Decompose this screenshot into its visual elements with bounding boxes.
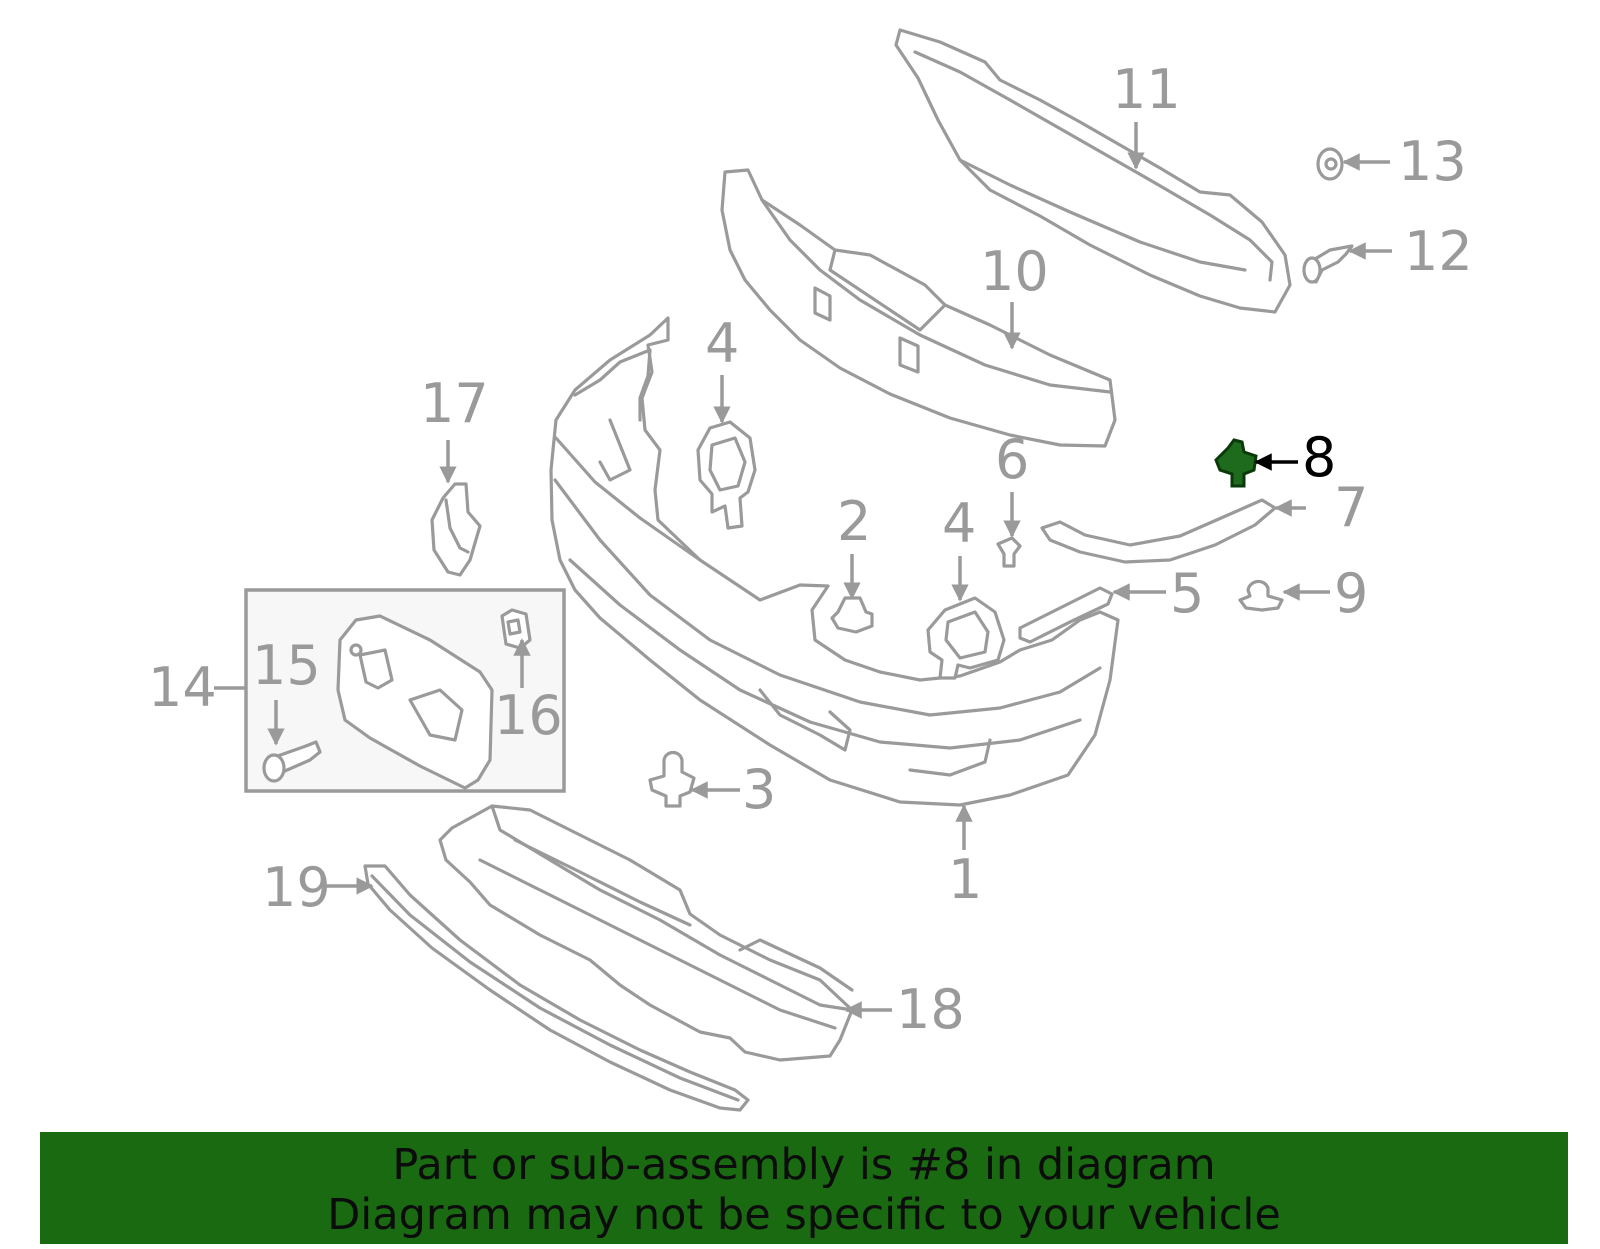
callout-8-highlighted: 8 [1302, 426, 1336, 489]
part-17-bracket[interactable] [430, 482, 482, 577]
part-14-license-bracket[interactable] [336, 614, 494, 790]
part-15-bolt[interactable] [262, 740, 322, 783]
callout-9: 9 [1334, 562, 1368, 625]
part-8-clip-highlighted[interactable] [1214, 438, 1258, 488]
part-11-absorber-strip[interactable] [894, 28, 1292, 314]
part-4-bracket-upper[interactable] [696, 420, 757, 530]
callout-19: 19 [262, 856, 331, 919]
callout-5: 5 [1170, 562, 1204, 625]
part-4-bracket-lower[interactable] [926, 596, 1006, 680]
callout-10: 10 [980, 240, 1049, 303]
part-12-screw[interactable] [1302, 244, 1354, 284]
part-7-reinforcement[interactable] [1040, 498, 1277, 564]
part-16-nut[interactable] [500, 608, 532, 650]
callout-2: 2 [837, 490, 871, 553]
callout-16: 16 [494, 684, 563, 747]
part-10-energy-absorber[interactable] [720, 168, 1117, 448]
callout-15: 15 [252, 634, 321, 697]
callout-12: 12 [1404, 220, 1473, 283]
callout-6: 6 [995, 428, 1029, 491]
callout-numbers: 11 13 12 10 4 17 6 8 7 2 4 5 9 15 14 16 … [148, 58, 1473, 1041]
banner-line-disclaimer: Diagram may not be specific to your vehi… [327, 1190, 1281, 1240]
part-19-lower-strip[interactable] [363, 864, 750, 1112]
callout-3: 3 [742, 758, 776, 821]
callout-7: 7 [1334, 476, 1368, 539]
part-13-nut[interactable] [1316, 147, 1344, 181]
part-6-clip[interactable] [996, 536, 1022, 568]
part-2-nut[interactable] [830, 596, 874, 634]
callout-13: 13 [1398, 130, 1467, 193]
part-1-bumper-cover[interactable] [549, 316, 1120, 807]
callout-17: 17 [420, 372, 489, 435]
info-banner: Part or sub-assembly is #8 in diagram Di… [40, 1132, 1568, 1244]
part-18-under-cover[interactable] [438, 804, 854, 1062]
callout-11: 11 [1112, 58, 1181, 121]
callout-18: 18 [896, 978, 965, 1041]
callout-leaders [214, 122, 1392, 1019]
part-3-clip[interactable] [648, 750, 696, 808]
part-9-push-pin[interactable] [1238, 579, 1284, 612]
callout-1: 1 [948, 848, 982, 911]
callout-14: 14 [148, 656, 217, 719]
banner-line-part-number: Part or sub-assembly is #8 in diagram [392, 1140, 1216, 1190]
part-5-strip[interactable] [1018, 586, 1114, 644]
callout-4-upper: 4 [705, 312, 739, 375]
callout-4-lower: 4 [942, 492, 976, 555]
